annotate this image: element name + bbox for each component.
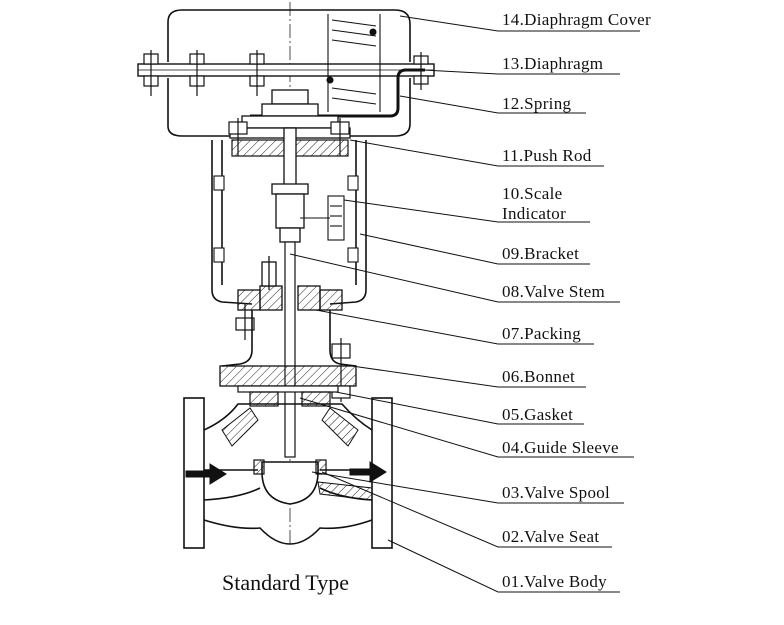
bracket-slots: [213, 175, 359, 263]
valve-spool: [261, 461, 319, 505]
part-label-diaphragm: 13.Diaphragm: [502, 54, 604, 73]
part-label-push-rod: 11.Push Rod: [502, 146, 592, 165]
bonnet: [221, 310, 357, 367]
bracket-top-bolts: [228, 118, 350, 156]
part-label-valve-seat: 02.Valve Seat: [502, 527, 600, 546]
part-label-gasket: 05.Gasket: [502, 405, 574, 424]
leader-lines: [289, 15, 640, 593]
valve-body-walls: [221, 407, 373, 501]
gasket: [237, 385, 339, 393]
part-label-valve-body: 01.Valve Body: [502, 572, 607, 591]
diaphragm: [250, 68, 425, 118]
part-label-valve-spool: 03.Valve Spool: [502, 483, 611, 502]
diaphragm-flange: [137, 63, 435, 77]
part-label-bracket: 09.Bracket: [502, 244, 580, 263]
spring: [326, 14, 381, 112]
part-label-valve-stem: 08.Valve Stem: [502, 282, 606, 301]
part-label-bonnet: 06.Bonnet: [502, 367, 576, 386]
part-label-diaphragm-cover: 14.Diaphragm Cover: [502, 10, 651, 29]
part-label-scale-indicator-line2: Indicator: [502, 204, 567, 223]
push-rod: [271, 127, 309, 243]
valve-stem: [284, 241, 296, 458]
diagram-caption: Standard Type: [222, 570, 349, 595]
part-label-scale-indicator-line1: 10.Scale: [502, 184, 563, 203]
scale-indicator: [300, 195, 345, 241]
part-label-spring: 12.Spring: [502, 94, 572, 113]
packing-bolt: [235, 304, 255, 340]
part-label-guide-sleeve: 04.Guide Sleeve: [502, 438, 619, 457]
bonnet-flange: [219, 365, 357, 387]
packing: [237, 256, 343, 311]
part-label-packing: 07.Packing: [502, 324, 582, 343]
flow-arrows: [185, 461, 387, 485]
flange-bolts: [143, 50, 429, 96]
